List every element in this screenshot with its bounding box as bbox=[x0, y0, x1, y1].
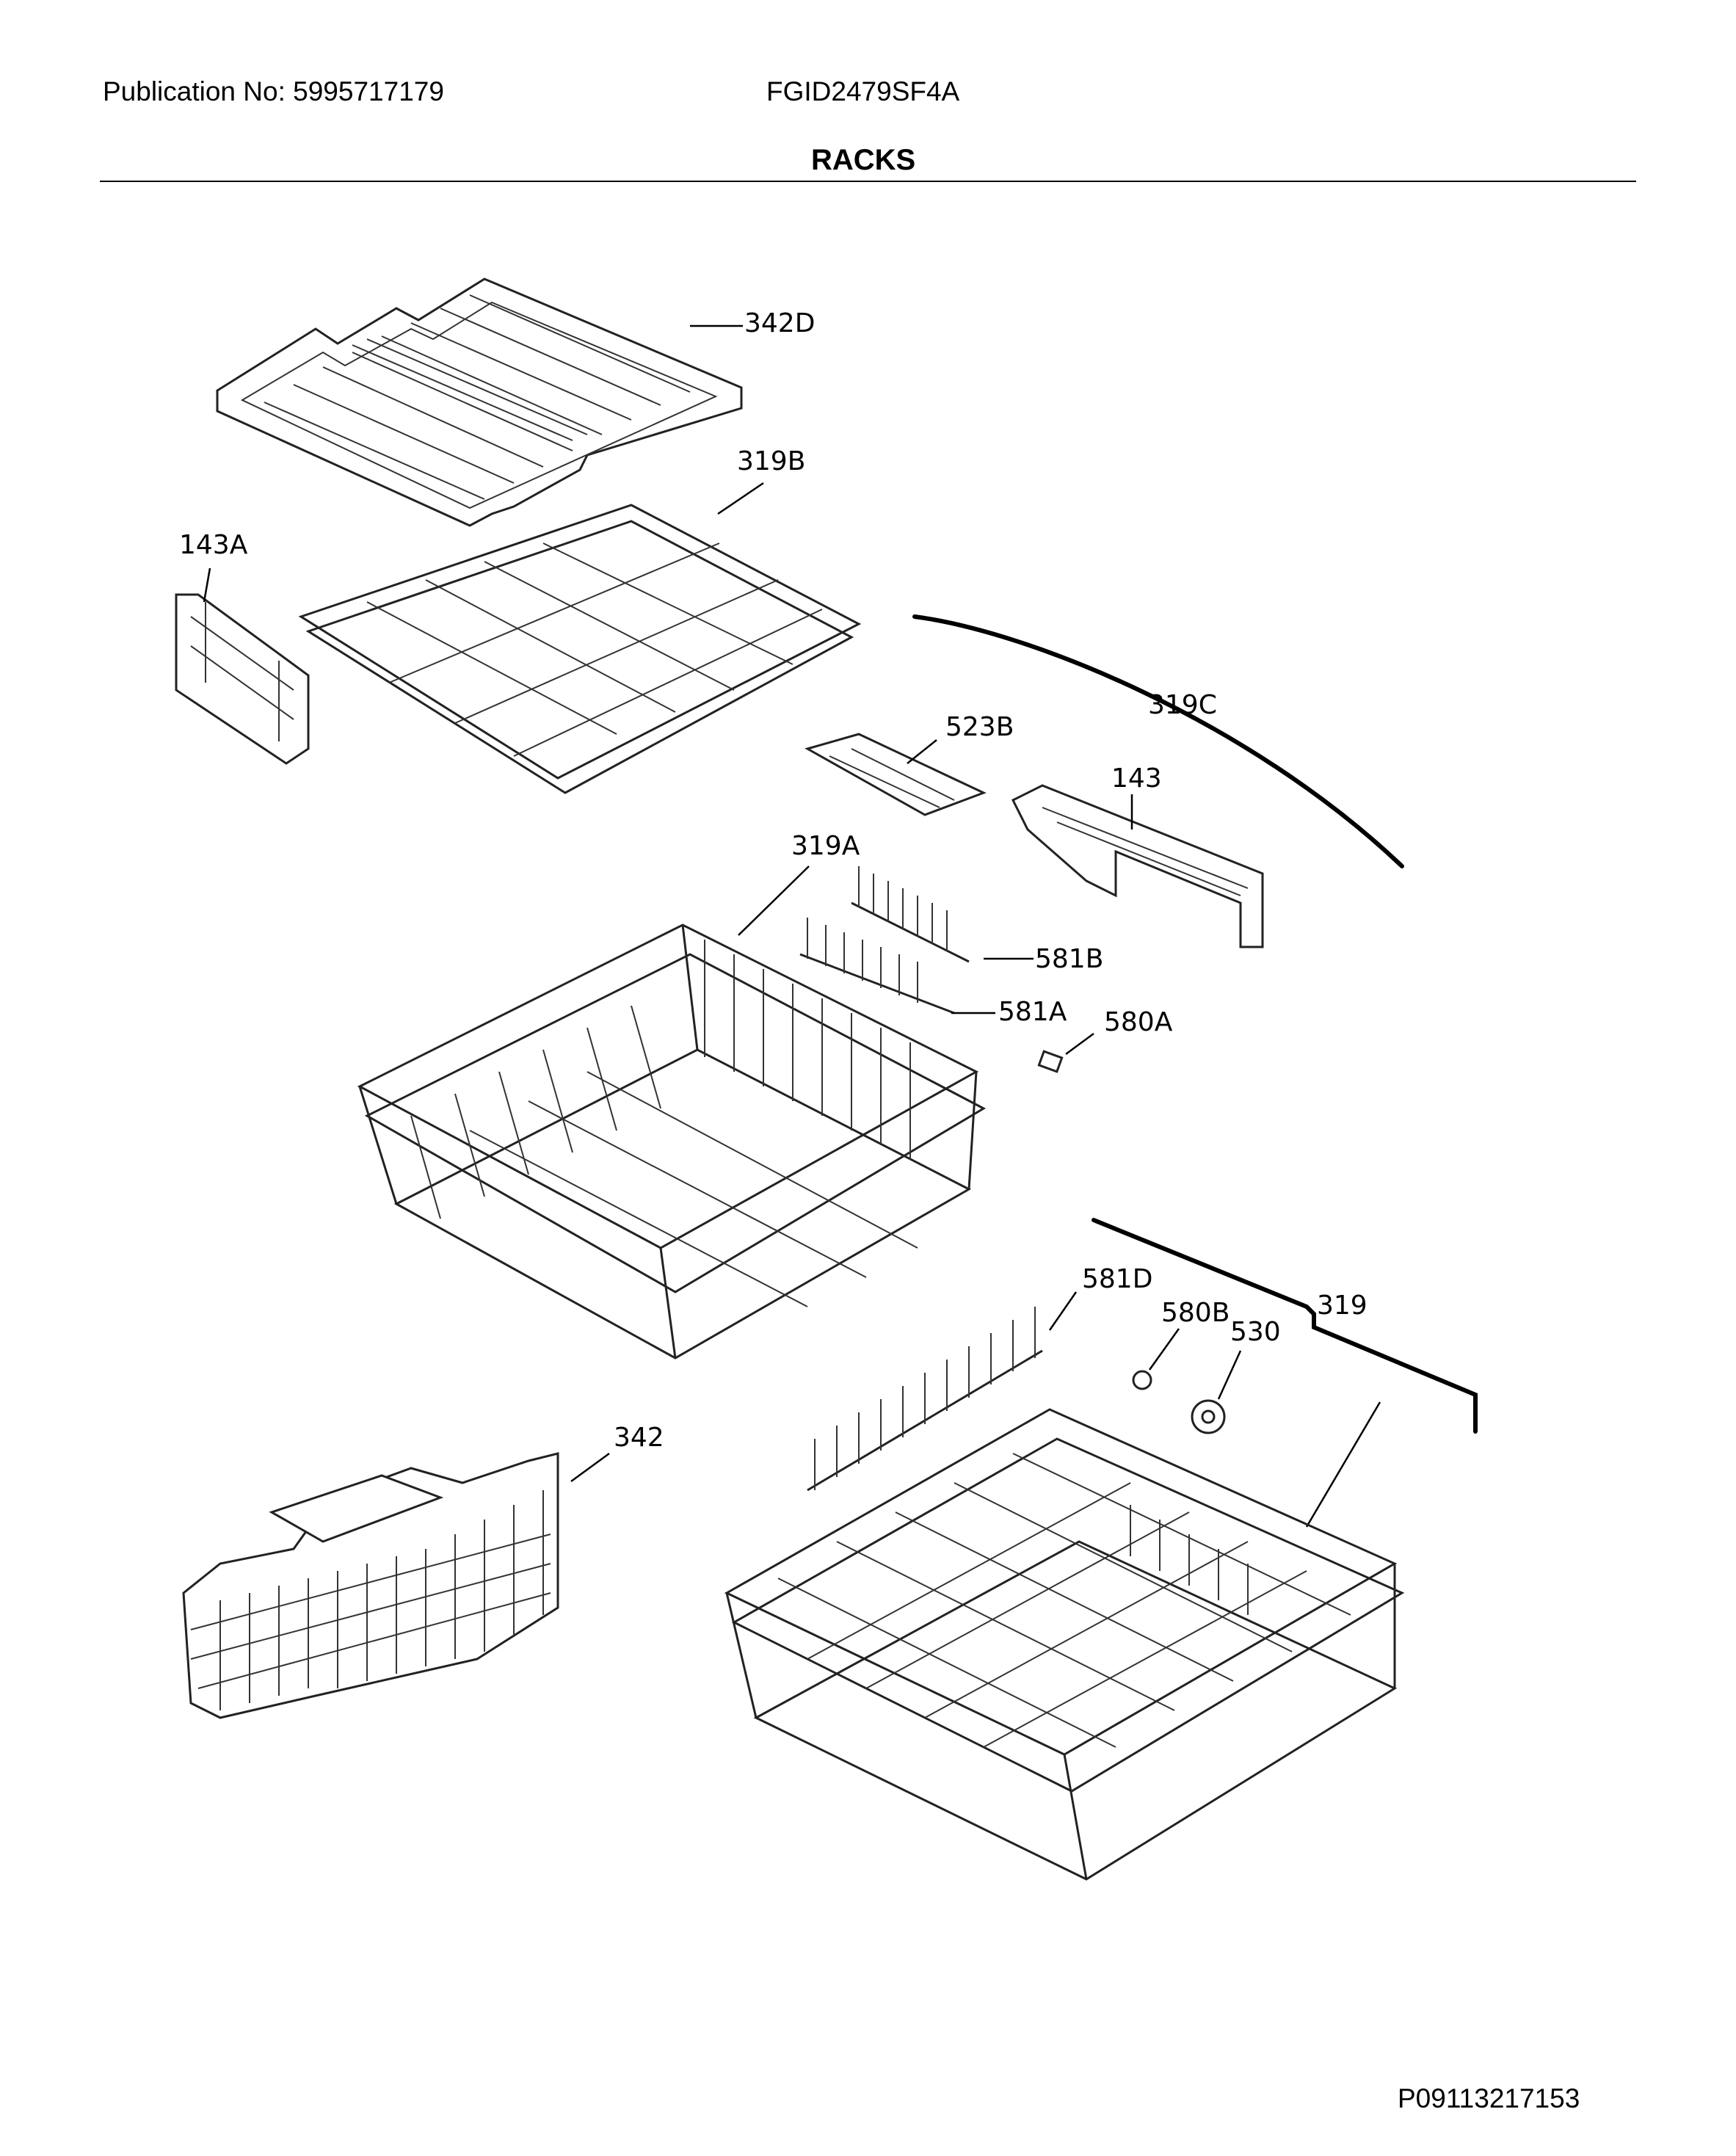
callout-581B: 581B bbox=[1035, 944, 1103, 974]
shelf-523B bbox=[805, 733, 987, 816]
rail-319C bbox=[912, 614, 1404, 868]
rack-adjuster-143A bbox=[175, 593, 310, 765]
leader-319 bbox=[1305, 1401, 1381, 1528]
clip-580A bbox=[1037, 1050, 1064, 1073]
callout-530: 530 bbox=[1230, 1317, 1281, 1347]
leader-581D bbox=[1048, 1291, 1078, 1331]
callout-581A: 581A bbox=[998, 997, 1067, 1027]
silverware-basket-342 bbox=[182, 1452, 559, 1719]
leader-143A bbox=[203, 567, 211, 603]
callout-580B: 580B bbox=[1161, 1298, 1230, 1328]
cutlery-tray-342D bbox=[216, 277, 743, 527]
callout-319: 319 bbox=[1317, 1291, 1368, 1321]
callout-143: 143 bbox=[1111, 763, 1162, 794]
leader-342 bbox=[570, 1452, 610, 1483]
leader-580A bbox=[1065, 1032, 1094, 1056]
tine-row-581B bbox=[851, 866, 970, 963]
rack-frame-319B bbox=[298, 504, 862, 794]
rail-319 bbox=[1092, 1218, 1478, 1434]
tine-row-581A bbox=[799, 918, 955, 1015]
callout-319B: 319B bbox=[737, 446, 805, 476]
callout-319A: 319A bbox=[791, 831, 860, 861]
leader-319B bbox=[717, 482, 764, 515]
leader-523B bbox=[907, 739, 937, 764]
callout-523B: 523B bbox=[945, 712, 1014, 742]
wheel-530 bbox=[1191, 1399, 1226, 1434]
lower-rack-319 bbox=[724, 1408, 1405, 1881]
page-code: P09113217153 bbox=[1398, 2083, 1580, 2113]
callout-580A: 580A bbox=[1104, 1007, 1173, 1037]
section-title: RACKS bbox=[811, 144, 916, 176]
leader-530 bbox=[1217, 1350, 1242, 1400]
callout-319C: 319C bbox=[1148, 690, 1217, 720]
leader-580B bbox=[1148, 1328, 1180, 1371]
callout-143A: 143A bbox=[179, 530, 248, 560]
callout-342D: 342D bbox=[744, 308, 815, 338]
leader-319A bbox=[738, 865, 810, 936]
publication-number: Publication No: 5995717179 bbox=[103, 76, 444, 106]
upper-rack-319A bbox=[357, 923, 987, 1360]
model-number: FGID2479SF4A bbox=[766, 76, 960, 106]
clip-580B bbox=[1132, 1370, 1152, 1390]
callout-581D: 581D bbox=[1082, 1264, 1152, 1294]
callout-342: 342 bbox=[614, 1423, 664, 1453]
header-divider bbox=[100, 181, 1636, 182]
rack-adjuster-143 bbox=[1011, 784, 1264, 948]
tine-row-581D bbox=[807, 1307, 1043, 1492]
